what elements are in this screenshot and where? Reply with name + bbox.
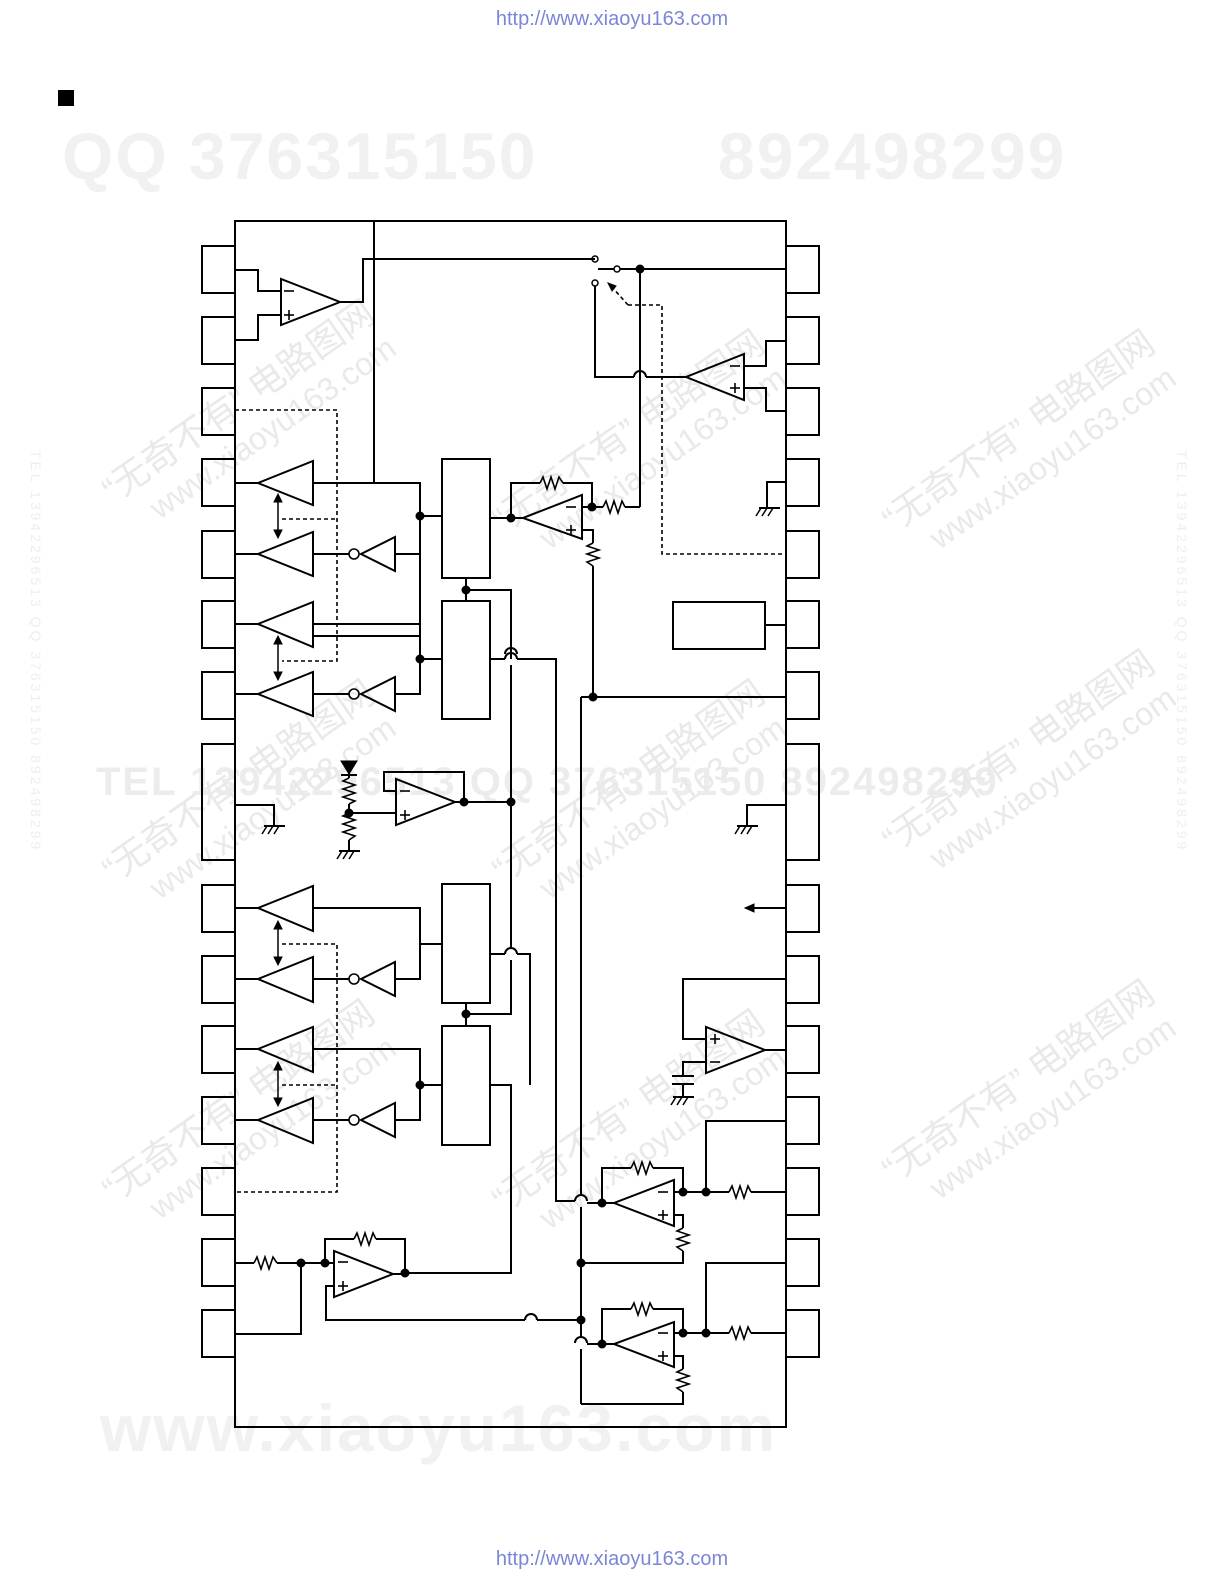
pin-right-9[interactable] — [785, 884, 820, 933]
block-center-4 — [441, 1025, 491, 1146]
header-url[interactable]: http://www.xiaoyu163.com — [495, 8, 729, 30]
pin-left-5[interactable] — [201, 530, 236, 579]
watermark-band: TEL 13942296513 QQ 376315150 892498299 — [96, 760, 999, 804]
block-right-pin6 — [672, 601, 766, 650]
pin-left-9[interactable] — [201, 884, 236, 933]
block-center-3 — [441, 883, 491, 1004]
pin-left-3[interactable] — [201, 387, 236, 436]
pin-left-2[interactable] — [201, 316, 236, 365]
pin-right-15[interactable] — [785, 1309, 820, 1358]
left-pins — [201, 245, 236, 1358]
pin-left-15[interactable] — [201, 1309, 236, 1358]
pin-left-8-wide[interactable] — [201, 743, 236, 861]
pin-left-4[interactable] — [201, 458, 236, 507]
pin-right-12[interactable] — [785, 1096, 820, 1145]
pin-right-11[interactable] — [785, 1025, 820, 1074]
pin-right-8-wide[interactable] — [785, 743, 820, 861]
buffer-channel-1 — [235, 459, 442, 637]
pin-right-10[interactable] — [785, 955, 820, 1004]
pin-right-5[interactable] — [785, 530, 820, 579]
opamp-center-upper — [490, 474, 640, 697]
footer-url[interactable]: http://www.xiaoyu163.com — [495, 1548, 729, 1570]
pin-right-2[interactable] — [785, 316, 820, 365]
opamp-top-left — [235, 258, 595, 341]
watermark-qq2: 892498299 — [718, 119, 1067, 193]
watermark-qq: QQ 376315150 — [62, 119, 538, 193]
block-center-1 — [441, 458, 491, 579]
pin-right-13[interactable] — [785, 1167, 820, 1216]
opamp-top-right — [683, 340, 786, 412]
buffer-channel-2 — [235, 600, 442, 718]
buffer-channel-3 — [235, 884, 442, 1193]
pin-left-1[interactable] — [201, 245, 236, 294]
section-bullet-icon — [58, 90, 74, 106]
pin-left-14[interactable] — [201, 1238, 236, 1287]
pin-right-1[interactable] — [785, 245, 820, 294]
voltage-reference — [336, 760, 511, 860]
block-center-2 — [441, 600, 491, 720]
pin-right-4[interactable] — [785, 458, 820, 507]
buffer-channel-4 — [235, 1025, 442, 1145]
opamp-bottom-right-2 — [587, 1262, 786, 1404]
pin-right-7[interactable] — [785, 671, 820, 720]
switch-top-right — [591, 255, 786, 555]
pin-left-10[interactable] — [201, 955, 236, 1004]
right-pins — [785, 245, 820, 1358]
pin-right-14[interactable] — [785, 1238, 820, 1287]
pin-left-12[interactable] — [201, 1096, 236, 1145]
pin-left-7[interactable] — [201, 671, 236, 720]
pin-right-6[interactable] — [785, 600, 820, 649]
opamp-bottom-right-1 — [581, 1120, 786, 1264]
opamp-bottom-left — [235, 1230, 581, 1335]
opamp-right-middle — [670, 978, 786, 1106]
pin-left-11[interactable] — [201, 1025, 236, 1074]
pin-left-6[interactable] — [201, 600, 236, 649]
pin-left-13[interactable] — [201, 1167, 236, 1216]
pin-right-3[interactable] — [785, 387, 820, 436]
